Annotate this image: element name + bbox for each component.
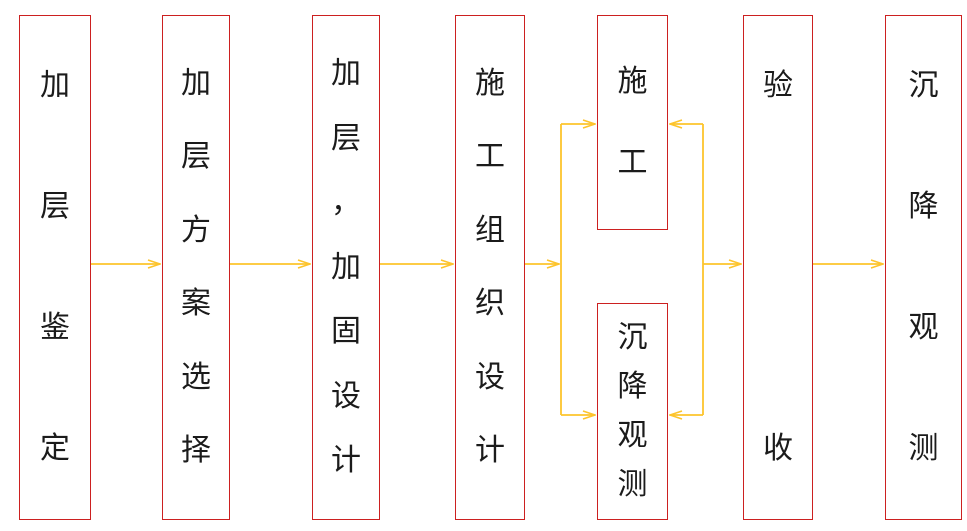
box-construction-org-design-label: 施工组织设计 — [475, 67, 505, 467]
box-settlement-observation-during: 沉降观测 — [597, 303, 668, 520]
box-settlement-observation-final: 沉降观测 — [885, 15, 962, 520]
box-construction: 施工 — [597, 15, 668, 230]
box-settlement-observation-final-label: 沉降观测 — [908, 69, 939, 465]
box-addition-reinforcement-design: 加层，加固设计 — [312, 15, 380, 520]
box-addition-appraisal-label: 加层鉴定 — [40, 69, 70, 465]
box-settlement-observation-during-label: 沉降观测 — [617, 321, 648, 501]
box-plan-selection: 加层方案选择 — [162, 15, 230, 520]
box-acceptance: 验收 — [743, 15, 813, 520]
box-construction-org-design: 施工组织设计 — [455, 15, 525, 520]
box-addition-reinforcement-design-label: 加层，加固设计 — [331, 57, 361, 477]
box-addition-appraisal: 加层鉴定 — [19, 15, 91, 520]
box-acceptance-label: 验收 — [763, 69, 793, 465]
box-construction-label: 施工 — [617, 65, 648, 179]
box-plan-selection-label: 加层方案选择 — [181, 67, 211, 467]
